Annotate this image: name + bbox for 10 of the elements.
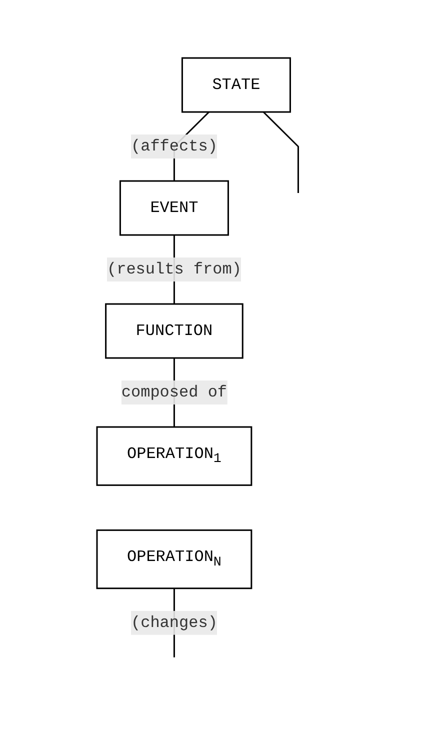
edge-label: composed of <box>121 384 227 402</box>
edge-label: (affects) <box>130 138 218 156</box>
node-box: STATE <box>181 58 291 114</box>
edge-label: (results from) <box>106 260 242 279</box>
node-box: FUNCTION <box>104 304 244 360</box>
node-box: OPERATION$_{1}$ <box>96 426 252 486</box>
edge-label: (changes) <box>130 614 218 632</box>
node-box: OPERATION$_{N}$ <box>96 530 252 590</box>
node-box: EVENT <box>119 180 229 236</box>
connector <box>262 112 299 194</box>
